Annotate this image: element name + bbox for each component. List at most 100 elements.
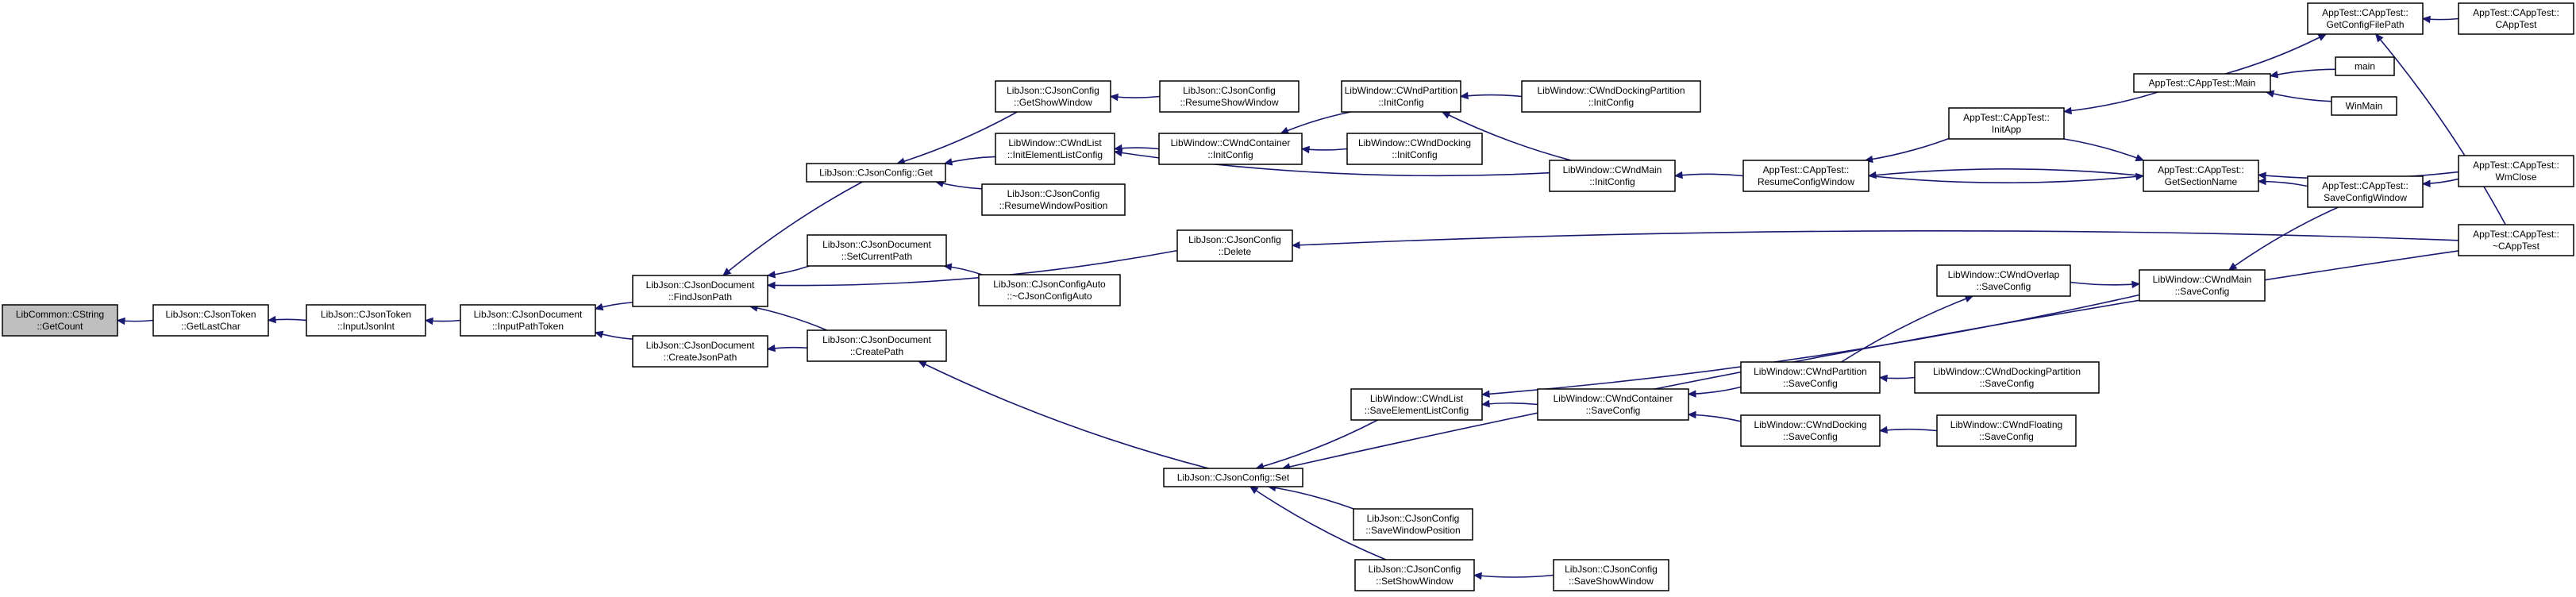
- arrowhead-icon: [2269, 71, 2279, 79]
- node-config_getshowwindow[interactable]: LibJson::CJsonConfig::GetShowWindow: [995, 80, 1111, 113]
- node-wndfloating_saveconfig[interactable]: LibWindow::CWndFloating::SaveConfig: [1936, 414, 2077, 447]
- node-wnddocking_saveconfig[interactable]: LibWindow::CWndDocking::SaveConfig: [1740, 414, 1881, 447]
- node-label-line: ::FindJsonPath: [668, 291, 732, 302]
- node-config_setshowwindow[interactable]: LibJson::CJsonConfig::SetShowWindow: [1354, 559, 1475, 591]
- node-label-line: LibWindow::CWndContainer: [1554, 393, 1673, 404]
- call-edge-wndpartition_saveconfig-to-wndoverlap_saveconfig: [1840, 295, 1974, 363]
- node-doc_inputpathtoken[interactable]: LibJson::CJsonDocument::InputPathToken: [460, 304, 596, 337]
- node-config_delete[interactable]: LibJson::CJsonConfig::Delete: [1176, 229, 1293, 262]
- node-doc_setcurrentpath[interactable]: LibJson::CJsonDocument::SetCurrentPath: [807, 234, 947, 267]
- call-edge-doc_findjsonpath-to-doc_inputpathtoken: [594, 302, 633, 311]
- node-label-line: AppTest::CAppTest::Main: [2149, 78, 2256, 89]
- node-label-line: LibWindow::CWndOverlap: [1948, 269, 2060, 280]
- node-wndmain_initconfig[interactable]: LibWindow::CWndMain::InitConfig: [1549, 160, 1676, 192]
- node-label-line: LibWindow::CWndList: [1370, 393, 1464, 404]
- node-box: [1549, 160, 1676, 192]
- node-label-line: ::GetCount: [37, 321, 83, 332]
- node-doc_createpath[interactable]: LibJson::CJsonDocument::CreatePath: [807, 329, 947, 362]
- node-label-line: ::SaveElementListConfig: [1365, 405, 1469, 416]
- node-wndpartition_saveconfig[interactable]: LibWindow::CWndPartition::SaveConfig: [1740, 361, 1881, 394]
- node-label-line: ::CreatePath: [850, 346, 903, 357]
- node-label-line: CAppTest: [2495, 19, 2537, 30]
- arrowhead-icon: [2317, 33, 2328, 41]
- arrowhead-icon: [594, 302, 604, 311]
- node-wnddockingpartition_initconfig[interactable]: LibWindow::CWndDockingPartition::InitCon…: [1521, 80, 1701, 113]
- node-config_savewindowposition[interactable]: LibJson::CJsonConfig::SaveWindowPosition: [1353, 508, 1473, 541]
- arrowhead-icon: [424, 317, 433, 325]
- node-apptest_initapp[interactable]: AppTest::CAppTest::InitApp: [1948, 107, 2065, 140]
- node-label-line: LibJson::CJsonConfig: [1369, 564, 1461, 575]
- node-apptest_dtor[interactable]: AppTest::CAppTest::~CAppTest: [2458, 224, 2574, 256]
- node-doc_findjsonpath[interactable]: LibJson::CJsonDocument::FindJsonPath: [632, 275, 768, 307]
- node-wnddocking_initconfig[interactable]: LibWindow::CWndDocking::InitConfig: [1346, 133, 1483, 165]
- arrowhead-icon: [2228, 262, 2238, 271]
- arrowhead-icon: [1867, 171, 1877, 179]
- node-label-line: LibWindow::CWndDockingPartition: [1933, 366, 2081, 377]
- node-apptest_wmclose[interactable]: AppTest::CAppTest::WmClose: [2458, 155, 2574, 187]
- node-label-line: ::InitConfig: [1392, 149, 1437, 160]
- node-label-line: ::SaveConfig: [1977, 281, 2031, 292]
- node-apptest_getsectionname[interactable]: AppTest::CAppTest::GetSectionName: [2143, 160, 2259, 192]
- call-edge-config_setshowwindow-to-config_set: [1249, 486, 1387, 560]
- node-label-line: LibWindow::CWndList: [1008, 137, 1102, 148]
- node-config_get[interactable]: LibJson::CJsonConfig::Get: [806, 163, 946, 183]
- node-label-line: ::SaveConfig: [1783, 431, 1838, 442]
- call-edge-config_resumeshowwindow-to-config_getshowwindow: [1109, 93, 1161, 102]
- node-label-line: ::ResumeWindowPosition: [999, 200, 1108, 211]
- node-cstring_getcount[interactable]: LibCommon::CString::GetCount: [2, 304, 118, 337]
- node-wndcontainer_initconfig[interactable]: LibWindow::CWndContainer::InitConfig: [1158, 133, 1303, 165]
- call-edges: [116, 15, 2506, 580]
- node-label-line: LibWindow::CWndMain: [1563, 164, 1662, 175]
- node-box: [2143, 160, 2259, 192]
- node-wndoverlap_saveconfig[interactable]: LibWindow::CWndOverlap::SaveConfig: [1936, 264, 2071, 297]
- call-edge-configauto_dtor-to-doc_setcurrentpath: [943, 263, 983, 275]
- node-config_saveshowwindow[interactable]: LibJson::CJsonConfig::SaveShowWindow: [1553, 559, 1669, 591]
- node-token_inputjsonint[interactable]: LibJson::CJsonToken::InputJsonInt: [306, 304, 426, 337]
- node-label-line: ::ResumeShowWindow: [1180, 97, 1278, 108]
- call-edge-doc_createpath-to-doc_createjsonpath: [766, 344, 808, 352]
- node-wndcontainer_saveconfig[interactable]: LibWindow::CWndContainer::SaveConfig: [1537, 388, 1689, 421]
- node-apptest_ctor[interactable]: AppTest::CAppTest::CAppTest: [2458, 2, 2574, 35]
- node-apptest_resumeconfigwindow[interactable]: AppTest::CAppTest::ResumeConfigWindow: [1742, 160, 1869, 192]
- node-wndmain_saveconfig[interactable]: LibWindow::CWndMain::SaveConfig: [2139, 269, 2266, 302]
- call-edge-apptest_saveconfigwindow-to-apptest_getsectionname: [2257, 177, 2308, 187]
- arrowhead-icon: [1249, 486, 1259, 495]
- node-apptest_saveconfigwindow[interactable]: AppTest::CAppTest::SaveConfigWindow: [2307, 175, 2424, 208]
- node-label-line: AppTest::CAppTest::: [2158, 164, 2244, 175]
- node-main[interactable]: main: [2335, 56, 2395, 76]
- node-label-line: ::GetShowWindow: [1014, 97, 1092, 108]
- node-label-line: ::~CJsonConfigAuto: [1007, 291, 1092, 302]
- node-wndpartition_initconfig[interactable]: LibWindow::CWndPartition::InitConfig: [1341, 80, 1461, 113]
- node-box: [1936, 414, 2077, 447]
- node-config_resumeshowwindow[interactable]: LibJson::CJsonConfig::ResumeShowWindow: [1159, 80, 1300, 113]
- node-box: [1176, 229, 1293, 262]
- node-box: [2139, 269, 2266, 302]
- call-edge-config_delete-to-doc_findjsonpath: [766, 249, 1178, 290]
- node-box: [2331, 96, 2397, 116]
- node-token_getlastchar[interactable]: LibJson::CJsonToken::GetLastChar: [152, 304, 269, 337]
- node-configauto_dtor[interactable]: LibJson::CJsonConfigAuto::~CJsonConfigAu…: [978, 274, 1121, 306]
- node-doc_createjsonpath[interactable]: LibJson::CJsonDocument::CreateJsonPath: [632, 335, 768, 368]
- node-box: [1346, 133, 1483, 165]
- arrowhead-icon: [1441, 111, 1451, 119]
- call-edge-apptest_saveconfigwindow-to-wndmain_saveconfig: [2228, 206, 2339, 271]
- node-label-line: AppTest::CAppTest::: [2322, 180, 2409, 191]
- call-edge-apptest_main-to-apptest_initapp: [2062, 91, 2158, 115]
- node-apptest_main[interactable]: AppTest::CAppTest::Main: [2133, 73, 2271, 93]
- node-box: [1354, 559, 1475, 591]
- node-config_set[interactable]: LibJson::CJsonConfig::Set: [1163, 468, 1303, 487]
- node-box: [995, 80, 1111, 113]
- node-box: [152, 304, 269, 337]
- node-winmain[interactable]: WinMain: [2331, 96, 2397, 116]
- node-wndlist_initelementlistconfig[interactable]: LibWindow::CWndList::InitElementListConf…: [995, 133, 1115, 165]
- node-label-line: ::InputJsonInt: [337, 321, 395, 332]
- node-wnddockingpartition_saveconfig[interactable]: LibWindow::CWndDockingPartition::SaveCon…: [1914, 361, 2100, 394]
- node-apptest_getconfigfilepath[interactable]: AppTest::CAppTest::GetConfigFilePath: [2307, 2, 2424, 35]
- node-box: [1740, 361, 1881, 394]
- node-wndlist_saveelementlistconfig[interactable]: LibWindow::CWndList::SaveElementListConf…: [1350, 388, 1483, 421]
- arrowhead-icon: [1481, 399, 1490, 408]
- call-edge-wndpartition_saveconfig-to-wndcontainer_saveconfig: [1687, 386, 1742, 398]
- arrowhead-icon: [594, 330, 604, 338]
- node-box: [632, 275, 768, 307]
- node-config_resumewindowposition[interactable]: LibJson::CJsonConfig::ResumeWindowPositi…: [981, 183, 1126, 216]
